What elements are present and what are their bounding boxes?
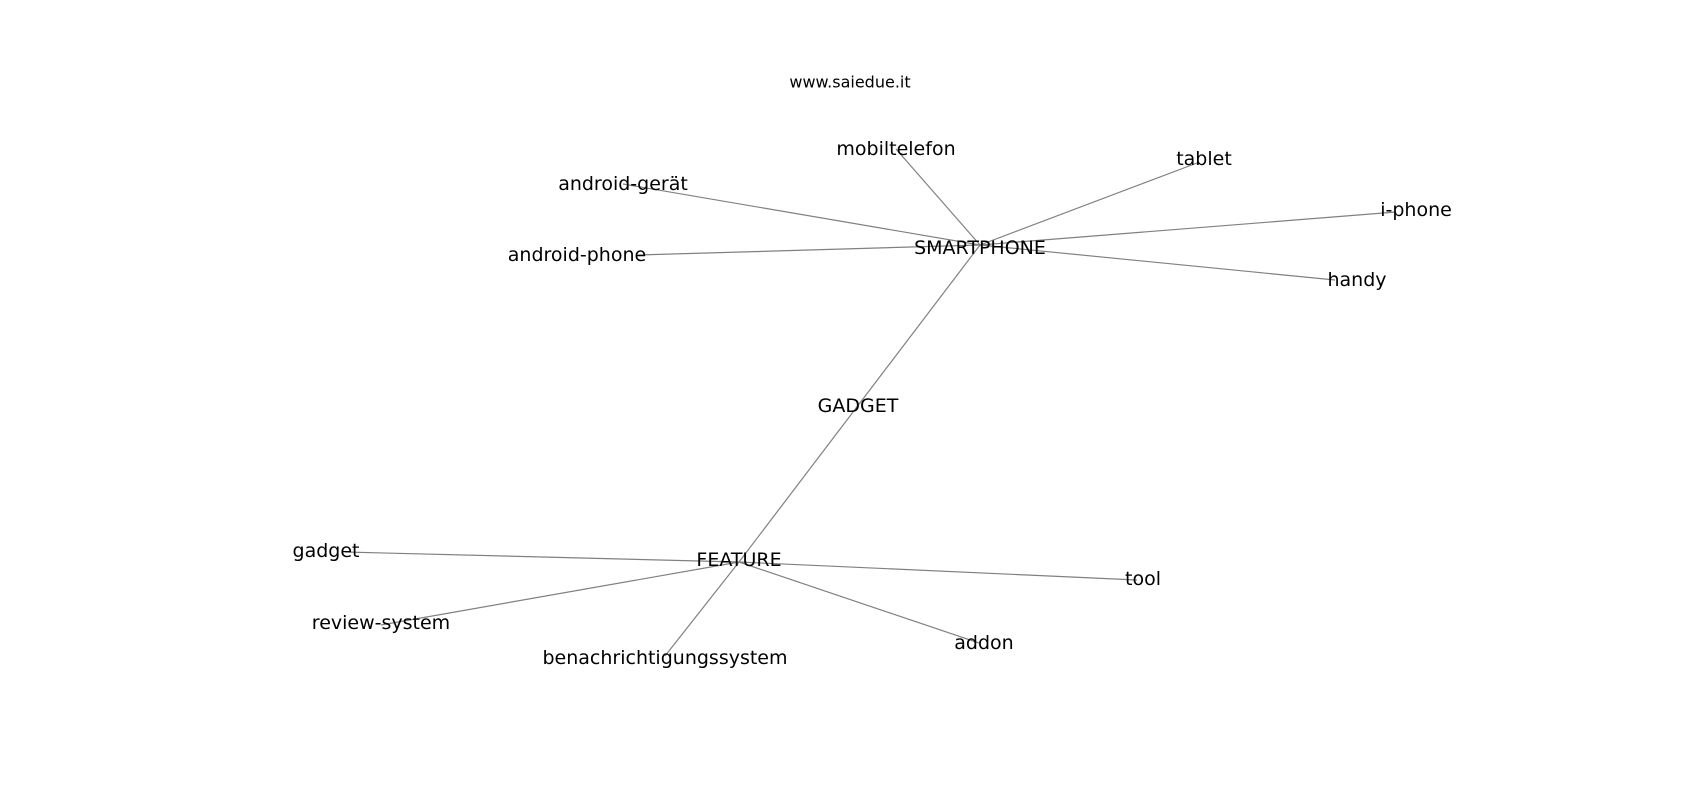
node-label-i-phone: i-phone (1380, 199, 1452, 221)
node-label-android-phone: android-phone (508, 244, 646, 266)
edge-smartphone-handy (979, 244, 1336, 281)
node-label-smartphone: SMARTPHONE (914, 237, 1046, 259)
node-label-feature: FEATURE (696, 549, 781, 571)
node-label-gadget-hub: GADGET (818, 395, 899, 417)
node-label-benachrichtigungssystem: benachrichtigungssystem (542, 647, 787, 669)
edges-layer (344, 148, 1397, 657)
edge-feature-addon (738, 561, 980, 644)
node-label-handy: handy (1327, 269, 1386, 291)
edge-feature-benachrichtigungssystem (664, 561, 740, 657)
node-label-android-geraet: android-gerät (558, 173, 688, 195)
edge-smartphone-tablet (979, 162, 1198, 246)
edge-feature-tool (738, 561, 1138, 581)
edge-smartphone-android_phone (637, 244, 981, 256)
edge-smartphone-i_phone (979, 211, 1397, 246)
labels-layer: SMARTPHONE GADGET FEATURE mobiltelefon table… (293, 138, 1452, 669)
edge-smartphone-feature (738, 244, 981, 563)
node-label-tool: tool (1125, 568, 1161, 590)
node-label-addon: addon (954, 632, 1013, 654)
node-label-review-system: review-system (312, 612, 450, 634)
node-label-tablet: tablet (1176, 148, 1232, 170)
node-label-gadget: gadget (293, 540, 360, 562)
edge-feature-gadget (344, 551, 740, 563)
edge-feature-review_system (380, 561, 740, 626)
edge-smartphone-mobiltelefon (895, 148, 981, 246)
watermark-text: www.saiedue.it (789, 73, 910, 92)
node-label-mobiltelefon: mobiltelefon (836, 138, 955, 160)
edge-smartphone-android_geraet (622, 183, 981, 246)
